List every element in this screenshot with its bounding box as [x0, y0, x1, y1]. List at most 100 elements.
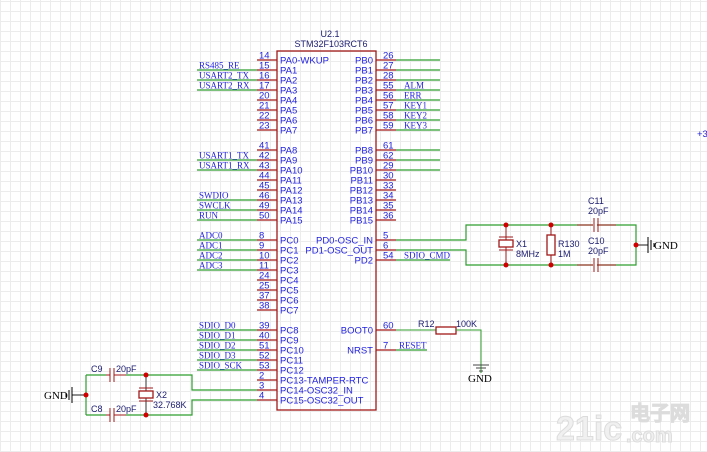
net-label[interactable]: RESET: [399, 341, 427, 351]
net-label[interactable]: USART2_RX: [199, 81, 250, 91]
x1-ref: X1: [516, 239, 527, 249]
pin-name: PC12: [280, 366, 304, 377]
net-label[interactable]: KEY3: [404, 121, 427, 131]
net-label[interactable]: ADC3: [199, 261, 223, 271]
pin-number: 16: [259, 71, 270, 82]
pin-name: PD1-OSC_OUT: [305, 246, 373, 257]
net-label[interactable]: SWDIO: [199, 191, 229, 201]
net-label[interactable]: USART1_RX: [199, 161, 250, 171]
net-label[interactable]: SWCLK: [199, 201, 231, 211]
net-label[interactable]: ADC1: [199, 241, 223, 251]
net-label[interactable]: SDIO_D2: [199, 341, 236, 351]
crystal-x1[interactable]: X1 8MHz: [498, 225, 540, 265]
net-label[interactable]: SDIO_D3: [199, 351, 236, 361]
net-label[interactable]: ERR: [404, 91, 422, 101]
net-label[interactable]: SDIO_D0: [199, 321, 236, 331]
pin-number: 36: [383, 211, 394, 222]
net-label[interactable]: SDIO_SCK: [199, 361, 243, 371]
pin-name: PB5: [355, 106, 373, 117]
net-label[interactable]: RUN: [199, 211, 219, 221]
net-label[interactable]: SDIO_D1: [199, 331, 236, 341]
net-label[interactable]: USART1_TX: [199, 151, 249, 161]
net-label[interactable]: ADC2: [199, 251, 223, 261]
capacitor-c9[interactable]: C9 20pF: [91, 364, 137, 382]
crystal-x2[interactable]: X2 32.768K: [138, 375, 187, 415]
net-label[interactable]: RS485_RE: [199, 61, 240, 71]
capacitor-c8[interactable]: C8 20pF: [91, 404, 137, 422]
mcu-chip[interactable]: U2.1 STM32F103RCT6: [276, 29, 377, 411]
pin-name: PB6: [355, 116, 373, 127]
pin-name: PB4: [355, 96, 373, 107]
chip-body[interactable]: [276, 50, 377, 411]
capacitor-c10[interactable]: C10 20pF: [577, 236, 616, 272]
capacitor-c11[interactable]: C11 20pF: [577, 196, 616, 232]
watermark-domain: .com: [626, 425, 673, 447]
net-label[interactable]: ADC0: [199, 231, 223, 241]
net-label[interactable]: ALM: [404, 81, 424, 91]
pin-name: PB12: [350, 186, 373, 197]
pin-number: 43: [259, 161, 270, 172]
pin-number: 41: [259, 141, 270, 152]
net-label[interactable]: KEY1: [404, 101, 427, 111]
resistor-r12[interactable]: R12 100K: [396, 319, 482, 373]
net-label[interactable]: KEY2: [404, 111, 427, 121]
net-label[interactable]: USART2_TX: [199, 71, 249, 81]
c8-value: 20pF: [116, 404, 137, 414]
resistor-r130[interactable]: R130 1M: [546, 225, 580, 265]
net-label[interactable]: SDIO_CMD: [404, 251, 451, 261]
